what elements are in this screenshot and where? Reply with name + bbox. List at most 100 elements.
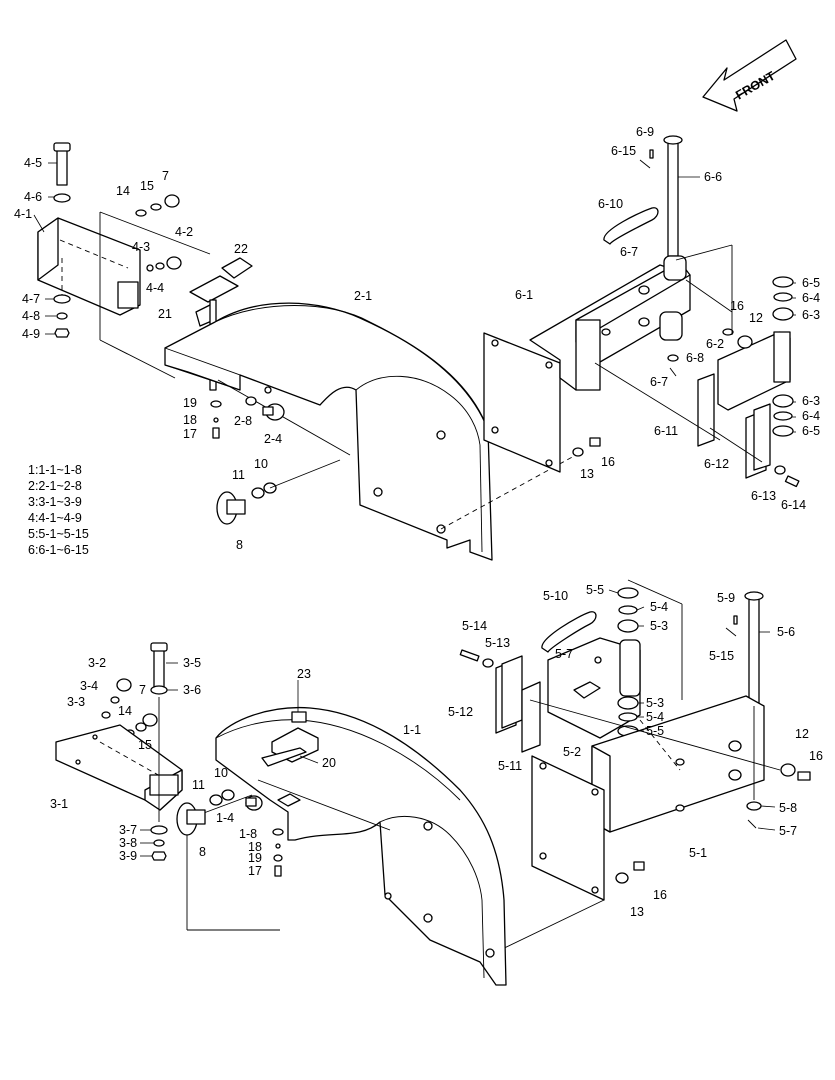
knob-assembly-upper xyxy=(216,459,341,525)
label-4-8: 4-8 xyxy=(22,309,40,323)
label-16: 16 xyxy=(730,299,744,313)
label-3-6: 3-6 xyxy=(183,683,201,697)
label-13: 13 xyxy=(630,905,644,919)
label-6-5: 6-5 xyxy=(802,424,820,438)
label-22: 22 xyxy=(234,242,248,256)
lower-right-mount-assembly xyxy=(459,579,811,955)
upper-fastener-column xyxy=(210,396,285,439)
label-11: 11 xyxy=(232,468,245,482)
latch-parts-23-20 xyxy=(261,711,319,807)
label-5-13: 5-13 xyxy=(485,636,510,650)
label-4-9: 4-9 xyxy=(22,327,40,341)
label-6-1: 6-1 xyxy=(515,288,533,302)
fender-1-1 xyxy=(184,706,507,986)
label-14: 14 xyxy=(118,704,132,718)
label-11: 11 xyxy=(192,778,205,792)
label-17: 17 xyxy=(248,864,262,878)
legend-item: 3:3-1~3-9 xyxy=(28,495,82,509)
label-5-3: 5-3 xyxy=(650,619,668,633)
label-6-12: 6-12 xyxy=(704,457,729,471)
label-10: 10 xyxy=(214,766,228,780)
label-5-11: 5-11 xyxy=(498,759,522,773)
label-4-5: 4-5 xyxy=(24,156,42,170)
label-6-14: 6-14 xyxy=(781,498,806,512)
label-10: 10 xyxy=(254,457,268,471)
label-3-2: 3-2 xyxy=(88,656,106,670)
label-6-4: 6-4 xyxy=(802,409,820,423)
legend-item: 2:2-1~2-8 xyxy=(28,479,82,493)
label-13: 13 xyxy=(580,467,594,481)
label-2-1: 2-1 xyxy=(354,289,372,303)
label-16: 16 xyxy=(653,888,667,902)
leader-lines xyxy=(140,176,796,857)
label-19: 19 xyxy=(183,396,197,410)
label-1-8: 1-8 xyxy=(239,827,257,841)
label-6-3: 6-3 xyxy=(802,394,820,408)
label-15: 15 xyxy=(138,738,152,752)
part-number-labels: 4-5 4-6 4-1 14 15 7 4-3 4-4 4-2 22 21 4-… xyxy=(14,125,823,919)
label-5-9: 5-9 xyxy=(717,591,735,605)
label-23: 23 xyxy=(297,667,311,681)
label-3-3: 3-3 xyxy=(67,695,85,709)
label-3-8: 3-8 xyxy=(119,836,137,850)
label-6-7: 6-7 xyxy=(620,245,638,259)
label-15: 15 xyxy=(140,179,154,193)
label-6-10: 6-10 xyxy=(598,197,623,211)
label-8: 8 xyxy=(236,538,243,552)
label-21: 21 xyxy=(158,307,172,321)
label-4-2: 4-2 xyxy=(175,225,193,239)
label-2-4: 2-4 xyxy=(264,432,282,446)
legend-item: 5:5-1~5-15 xyxy=(28,527,89,541)
label-5-4: 5-4 xyxy=(646,710,664,724)
label-1-1: 1-1 xyxy=(403,723,421,737)
label-6-8: 6-8 xyxy=(686,351,704,365)
label-5-1: 5-1 xyxy=(689,846,707,860)
label-5-4: 5-4 xyxy=(650,600,668,614)
label-8: 8 xyxy=(199,845,206,859)
front-arrow: FRONT xyxy=(702,39,797,112)
label-16: 16 xyxy=(601,455,615,469)
label-6-15: 6-15 xyxy=(611,144,636,158)
legend-item: 4:4-1~4-9 xyxy=(28,511,82,525)
label-4-3: 4-3 xyxy=(132,240,150,254)
label-3-4: 3-4 xyxy=(80,679,98,693)
label-5-7: 5-7 xyxy=(779,824,797,838)
label-5-12: 5-12 xyxy=(448,705,473,719)
fender-2-1 xyxy=(164,302,577,561)
knob-assembly-lower xyxy=(176,789,284,877)
label-6-9: 6-9 xyxy=(636,125,654,139)
label-4-6: 4-6 xyxy=(24,190,42,204)
label-3-1: 3-1 xyxy=(50,797,68,811)
label-12: 12 xyxy=(795,727,809,741)
label-17: 17 xyxy=(183,427,197,441)
label-6-6: 6-6 xyxy=(704,170,722,184)
label-5-10: 5-10 xyxy=(543,589,568,603)
lower-left-bracket-assembly xyxy=(55,642,280,931)
legend-item: 1:1-1~1-8 xyxy=(28,463,82,477)
label-5-2: 5-2 xyxy=(563,745,581,759)
legend-item: 6:6-1~6-15 xyxy=(28,543,89,557)
label-18: 18 xyxy=(183,413,197,427)
label-1-4: 1-4 xyxy=(216,811,234,825)
label-6-5: 6-5 xyxy=(802,276,820,290)
label-4-7: 4-7 xyxy=(22,292,40,306)
label-16: 16 xyxy=(809,749,823,763)
label-2-8: 2-8 xyxy=(234,414,252,428)
label-5-8: 5-8 xyxy=(779,801,797,815)
upper-left-bracket-assembly xyxy=(33,142,211,379)
label-4-1: 4-1 xyxy=(14,207,32,221)
label-18: 18 xyxy=(248,840,262,854)
upper-right-mount-assembly xyxy=(483,135,800,488)
label-19: 19 xyxy=(248,851,262,865)
label-3-7: 3-7 xyxy=(119,823,137,837)
label-6-4: 6-4 xyxy=(802,291,820,305)
label-7: 7 xyxy=(162,169,169,183)
label-5-7: 5-7 xyxy=(555,647,573,661)
label-7: 7 xyxy=(139,683,146,697)
label-3-9: 3-9 xyxy=(119,849,137,863)
label-5-6: 5-6 xyxy=(777,625,795,639)
label-5-14: 5-14 xyxy=(462,619,487,633)
label-4-4: 4-4 xyxy=(146,281,164,295)
label-3-5: 3-5 xyxy=(183,656,201,670)
label-6-3: 6-3 xyxy=(802,308,820,322)
